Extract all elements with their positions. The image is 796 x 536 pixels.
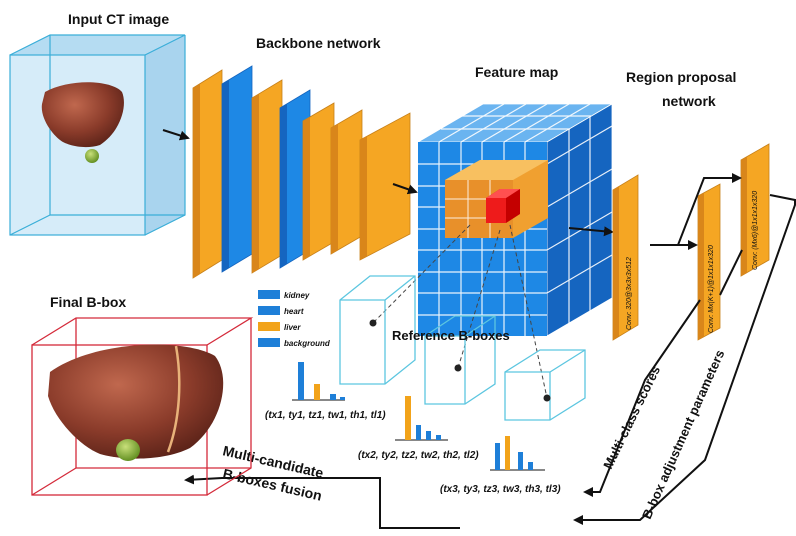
rpn-label-2: network — [662, 93, 716, 109]
feature-label: Feature map — [475, 64, 558, 80]
legend-heart: heart — [284, 307, 304, 316]
param-set-2: (tx2, ty2, tz2, tw2, th2, tl2) — [358, 450, 479, 461]
legend-swatch-kidney — [258, 290, 280, 299]
score-bars-3 — [490, 436, 545, 471]
legend-swatch-liver — [258, 322, 280, 331]
feature-map-cube — [416, 103, 614, 337]
reference-label: Reference B-boxes — [392, 328, 510, 343]
output-return-arrows — [573, 194, 796, 525]
conv-label-3: Conv: (Mx6)@1x1x1x320 — [752, 191, 759, 270]
input-label: Input CT image — [68, 11, 169, 27]
input-ct-volume — [9, 34, 186, 236]
scores-label: Multi-class scores — [600, 363, 663, 471]
reference-box-3 — [504, 349, 586, 421]
rpn-branch-arrows — [650, 173, 742, 250]
liver-small-icon — [41, 82, 124, 163]
param-set-3: (tx3, ty3, tz3, tw3, th3, tl3) — [440, 484, 561, 495]
reference-box-2 — [424, 315, 496, 405]
legend-swatch-heart — [258, 306, 280, 315]
legend-kidney: kidney — [284, 291, 310, 300]
score-bars-1 — [292, 362, 345, 401]
arrow-input-backbone — [162, 129, 190, 141]
param-set-1: (tx1, ty1, tz1, tw1, th1, tl1) — [265, 410, 386, 421]
conv-label-2: Conv: Mx(K+1)@1x1x1x320 — [708, 245, 715, 333]
rpn-layers: Conv: 320@3x3x3x512 Conv: Mx(K+1)@1x1x1x… — [612, 143, 770, 341]
legend-background: background — [284, 339, 331, 348]
final-label: Final B-box — [50, 294, 126, 310]
reference-boxes — [339, 275, 586, 421]
backbone-label: Backbone network — [256, 35, 381, 51]
reference-box-1 — [339, 275, 416, 385]
fusion-arrow — [184, 474, 460, 529]
liver-large-icon — [48, 344, 224, 461]
backbone-layers — [192, 65, 411, 279]
score-bars-2 — [395, 396, 448, 441]
arrow-backbone-feature — [392, 183, 418, 195]
arrow-feature-rpn — [568, 226, 614, 237]
legend: kidney heart liver background — [258, 290, 331, 348]
rpn-label-1: Region proposal — [626, 69, 736, 85]
conv-label-1: Conv: 320@3x3x3x512 — [626, 257, 633, 330]
legend-liver: liver — [284, 323, 301, 332]
final-bbox — [31, 317, 254, 496]
legend-swatch-background — [258, 338, 280, 347]
